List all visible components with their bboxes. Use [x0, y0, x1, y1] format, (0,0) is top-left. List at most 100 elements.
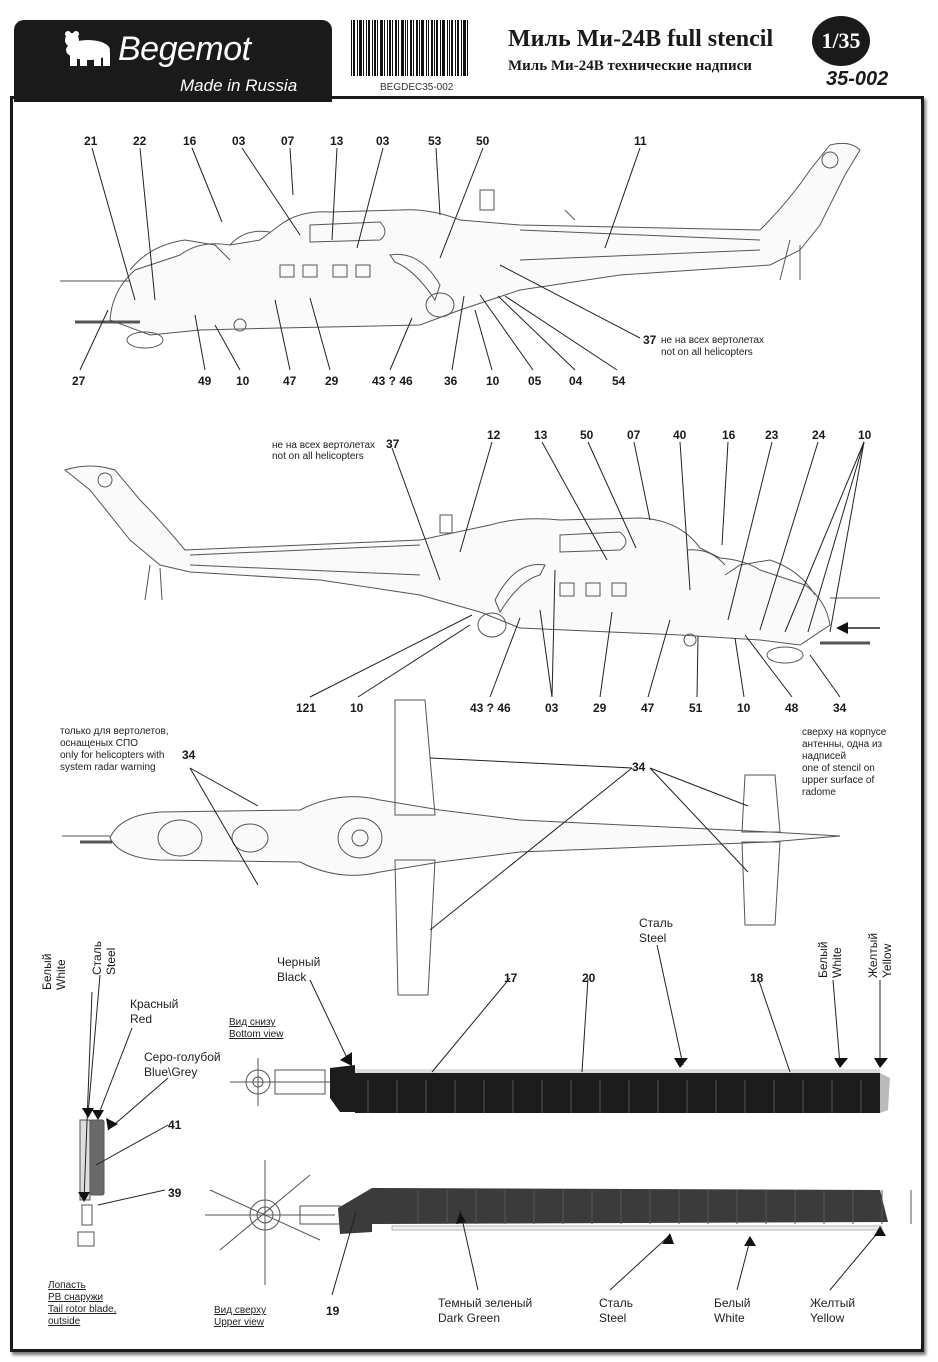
barcode-bar — [467, 20, 468, 76]
note-line: антенны, одна из — [802, 739, 883, 750]
callout-43-46b: 43 ? 46 — [470, 701, 511, 715]
label-ru: Белый — [714, 1296, 751, 1310]
callout-50b: 50 — [580, 428, 594, 442]
callout-13: 13 — [330, 134, 344, 148]
callout-49: 49 — [198, 374, 212, 388]
barcode-bar — [405, 20, 406, 76]
callout-10b: 10 — [486, 374, 500, 388]
callout-19: 19 — [326, 1304, 340, 1318]
label-en: Red — [130, 1012, 153, 1026]
callout-121: 121 — [296, 701, 317, 715]
callout-40: 40 — [673, 428, 687, 442]
barcode-bar — [413, 20, 414, 76]
note-line: только для вертолетов, — [60, 726, 169, 737]
callout-12: 12 — [487, 428, 501, 442]
callout-10: 10 — [236, 374, 250, 388]
label-en: White — [714, 1311, 745, 1325]
barcode-bar — [401, 20, 404, 76]
barcode-bar — [374, 20, 376, 76]
barcode-bar — [392, 20, 393, 76]
caption-line: outside — [48, 1316, 81, 1327]
callout-22: 22 — [133, 134, 147, 148]
barcode-bar — [416, 20, 418, 76]
barcode-bar — [463, 20, 466, 76]
callout-13b: 13 — [534, 428, 548, 442]
barcode-bar — [395, 20, 397, 76]
view-ru: Вид снизу — [229, 1017, 276, 1028]
label-en: Blue\Grey — [144, 1065, 198, 1079]
callout-16: 16 — [183, 134, 197, 148]
label-white-bottom: Белый White — [714, 1296, 750, 1326]
callout-10e: 10 — [737, 701, 751, 715]
barcode-bar — [426, 20, 427, 76]
label-ru: Белый — [816, 941, 830, 978]
callout-18: 18 — [750, 971, 764, 985]
note-en: not on all helicopters — [661, 347, 753, 358]
barcode-bar — [421, 20, 424, 76]
barcode-bar — [351, 20, 352, 76]
callout-29: 29 — [325, 374, 339, 388]
callout-41: 41 — [168, 1118, 182, 1132]
barcode-bar — [434, 20, 435, 76]
callout-10c: 10 — [858, 428, 872, 442]
barcode-bar — [419, 20, 420, 76]
callout-47: 47 — [283, 374, 297, 388]
callout-03b: 03 — [376, 134, 390, 148]
caption-line: Tail rotor blade, — [48, 1304, 117, 1315]
label-ru: Сталь — [639, 916, 673, 930]
label-steel-bottom: Сталь Steel — [599, 1296, 633, 1326]
label-ru: Черный — [277, 955, 321, 969]
label-ru: Желтый — [866, 932, 880, 978]
callout-17: 17 — [504, 971, 518, 985]
barcode-bar — [461, 20, 462, 76]
barcode-bar — [451, 20, 453, 76]
label-en: White — [830, 947, 844, 978]
brand-name: Begemot — [118, 30, 251, 68]
label-en: Yellow — [880, 943, 894, 978]
label-ru: Серо-голубой — [144, 1050, 221, 1064]
callout-10d: 10 — [350, 701, 364, 715]
label-en: Steel — [639, 931, 667, 945]
view-en: Bottom view — [229, 1029, 284, 1040]
scale-badge: 1/35 — [812, 16, 870, 66]
barcode-bar — [447, 20, 448, 76]
note-ru: не на всех вертолетах — [661, 335, 765, 346]
callout-20: 20 — [582, 971, 596, 985]
note-line: upper surface of — [802, 775, 875, 786]
callout-11: 11 — [634, 134, 647, 148]
note-line: сверху на корпусе — [802, 727, 887, 738]
note-line: system radar warning — [60, 762, 156, 773]
callout-05: 05 — [528, 374, 542, 388]
callout-03: 03 — [232, 134, 246, 148]
callout-03c: 03 — [545, 701, 559, 715]
callout-50: 50 — [476, 134, 490, 148]
label-ru: Сталь — [599, 1296, 633, 1310]
callout-53: 53 — [428, 134, 442, 148]
callout-07b: 07 — [627, 428, 641, 442]
barcode-bar — [431, 20, 433, 76]
label-white-blade: Белый White — [816, 942, 844, 978]
label-en: Steel — [104, 947, 118, 975]
barcode-bar — [372, 20, 373, 76]
label-ru: Сталь — [90, 941, 104, 975]
label-steel-vertical: Сталь Steel — [90, 941, 118, 975]
label-yellow-bottom: Желтый Yellow — [810, 1296, 855, 1326]
note-line: one of stencil on — [802, 763, 875, 774]
callout-23: 23 — [765, 428, 779, 442]
barcode-bar — [353, 20, 355, 76]
barcode-bar — [457, 20, 459, 76]
hippo-logo-icon — [65, 31, 110, 66]
product-code: 35-002 — [826, 68, 889, 90]
callout-21: 21 — [84, 134, 98, 148]
label-en: Black — [277, 970, 307, 984]
label-ru: Желтый — [810, 1296, 856, 1310]
label-ru: Белый — [40, 953, 54, 990]
callout-07: 07 — [281, 134, 295, 148]
label-steel-top: Сталь Steel — [639, 916, 673, 946]
callout-34: 34 — [833, 701, 847, 715]
callout-51: 51 — [689, 701, 703, 715]
callout-39: 39 — [168, 1186, 182, 1200]
label-en: Dark Green — [438, 1311, 501, 1325]
callout-27: 27 — [72, 374, 86, 388]
callout-47b: 47 — [641, 701, 655, 715]
